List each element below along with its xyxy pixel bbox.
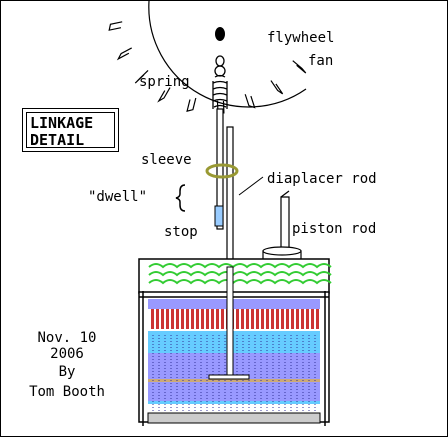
red-stripes <box>151 309 319 329</box>
red-stripe <box>161 309 164 329</box>
red-stripe <box>296 309 299 329</box>
label-piston-rod: piston rod <box>292 221 377 237</box>
credit-date-line-2: 2006 <box>50 346 84 362</box>
label-dwell: "dwell" <box>88 189 148 205</box>
linkage-rod <box>216 108 234 268</box>
red-stripe <box>246 309 249 329</box>
fan-blade <box>108 21 123 31</box>
red-stripe <box>186 309 189 329</box>
fan-blade <box>134 70 149 84</box>
red-stripe <box>176 309 179 329</box>
red-stripe <box>221 309 224 329</box>
red-stripe <box>196 309 199 329</box>
red-stripe <box>251 309 254 329</box>
fan-blade <box>157 87 171 103</box>
fan-blade <box>186 97 197 112</box>
red-stripe <box>156 309 159 329</box>
dwell-brace <box>175 184 186 212</box>
red-stripe <box>201 309 204 329</box>
detail-line-2: DETAIL <box>30 131 85 149</box>
label-spring: spring <box>139 74 190 90</box>
linkage-detail-box: LINKAGE DETAIL <box>22 108 119 152</box>
credit-date-line-1: Nov. 10 <box>37 330 97 346</box>
label-flywheel: flywheel <box>267 30 335 46</box>
flywheel-hub <box>215 27 225 41</box>
label-diaplacer-rod: diaplacer rod <box>267 171 377 187</box>
red-stripe <box>256 309 259 329</box>
red-stripe <box>276 309 279 329</box>
red-stripe <box>301 309 304 329</box>
red-stripe <box>271 309 274 329</box>
red-stripe <box>311 309 314 329</box>
credit-by: By <box>58 364 76 380</box>
spring-assembly <box>212 55 228 109</box>
red-stripe <box>171 309 174 329</box>
fan-blade <box>270 80 284 95</box>
tank <box>138 258 332 426</box>
label-stop: stop <box>164 224 198 240</box>
red-stripe <box>236 309 239 329</box>
red-stripe <box>306 309 309 329</box>
fan-blades <box>108 21 307 114</box>
red-stripe <box>216 309 219 329</box>
red-stripe <box>281 309 284 329</box>
red-stripe <box>266 309 269 329</box>
diaplacer-leader <box>238 176 264 196</box>
red-stripe <box>151 309 154 329</box>
red-stripe <box>286 309 289 329</box>
detail-line-1: LINKAGE <box>30 114 94 132</box>
red-stripe <box>181 309 184 329</box>
red-stripe <box>211 309 214 329</box>
red-stripe <box>166 309 169 329</box>
fan-blade <box>292 60 307 74</box>
red-stripe <box>191 309 194 329</box>
red-stripe <box>206 309 209 329</box>
red-stripe <box>241 309 244 329</box>
label-fan: fan <box>308 53 334 69</box>
fan-blade <box>116 47 132 61</box>
sleeve-ring <box>205 163 239 179</box>
flywheel <box>108 1 307 114</box>
red-stripe <box>261 309 264 329</box>
red-stripe <box>291 309 294 329</box>
stop-block <box>214 205 224 227</box>
flywheel-rim <box>148 1 307 108</box>
credit-author: Tom Booth <box>29 384 105 400</box>
dot-columns <box>152 335 316 411</box>
label-sleeve: sleeve <box>141 152 192 168</box>
red-stripe <box>316 309 319 329</box>
fan-blade <box>244 94 256 109</box>
